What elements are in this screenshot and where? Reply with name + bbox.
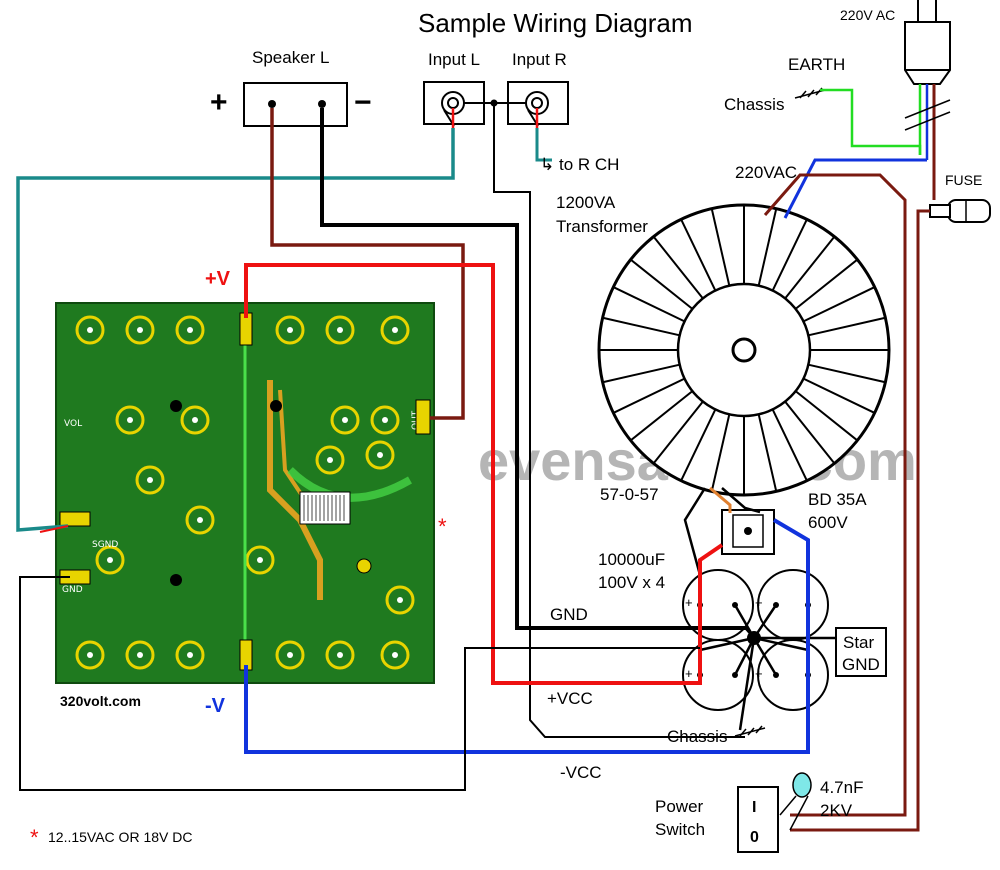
- svg-text:I: I: [752, 799, 756, 816]
- plus-v-label: +V: [205, 268, 231, 290]
- toroidal-transformer: [597, 203, 891, 497]
- fuse-label: FUSE: [945, 172, 982, 188]
- speaker-l-terminal: [243, 82, 348, 127]
- input-l-label: Input L: [428, 50, 480, 69]
- speaker-plus-sign: +: [210, 86, 228, 119]
- svg-text:+: +: [755, 595, 763, 610]
- svg-text:+: +: [685, 666, 693, 681]
- svg-text:+: +: [685, 595, 693, 610]
- svg-text:0: 0: [750, 829, 759, 846]
- pcb-asterisk: *: [438, 514, 447, 539]
- input-r-label: Input R: [512, 50, 567, 69]
- filter-capacitors: [682, 569, 829, 711]
- earth-wire: [820, 88, 922, 155]
- plus-v-wire: [244, 263, 702, 685]
- signal-wire-teal: [16, 128, 455, 532]
- transformer-label-2: Transformer: [556, 217, 648, 236]
- pcb-gnd-wire: [19, 576, 700, 791]
- svg-text:+: +: [755, 666, 763, 681]
- minus-v-wire: [244, 518, 810, 754]
- gnd-label: GND: [550, 605, 588, 624]
- pcb-sgnd-label: SGND: [92, 540, 118, 550]
- speaker-l-label: Speaker L: [252, 48, 330, 67]
- chassis-ground-symbol-top: [794, 87, 826, 99]
- chassis-ground-symbol-bottom: [734, 725, 766, 737]
- cap-value-1: 4.7nF: [820, 778, 863, 797]
- voltage-taps-label: 57-0-57: [600, 485, 659, 504]
- star-gnd-box: [835, 627, 887, 677]
- diagram-title: Sample Wiring Diagram: [418, 8, 693, 38]
- caps-label-1: 10000uF: [598, 550, 665, 569]
- plus-vcc-label: +VCC: [547, 689, 593, 708]
- bridge-label-2: 600V: [808, 513, 848, 532]
- pcb-credit: 320volt.com: [60, 693, 141, 709]
- fuse-holder: [929, 199, 991, 223]
- input-ground-wire: [493, 103, 745, 738]
- cap-value-2: 2KV: [820, 801, 853, 820]
- mains-plug: [904, 21, 951, 85]
- primary-blue-wire: [783, 158, 927, 219]
- chassis-top-label: Chassis: [724, 95, 784, 114]
- footnote-text: 12..15VAC OR 18V DC: [48, 829, 192, 845]
- transformer-label-1: 1200VA: [556, 193, 616, 212]
- footnote-asterisk: *: [30, 825, 39, 850]
- snubber-capacitor: [779, 772, 812, 831]
- speaker-minus-post: [318, 100, 326, 108]
- minus-v-label: -V: [205, 695, 226, 717]
- speaker-plus-post: [268, 100, 276, 108]
- bridge-rectifier: [721, 509, 775, 555]
- caps-label-2: 100V x 4: [598, 573, 665, 592]
- star-gnd-label-2: GND: [842, 655, 880, 674]
- bridge-label-1: BD 35A: [808, 490, 867, 509]
- ac-220-label: 220VAC: [735, 163, 797, 182]
- power-switch: I 0: [737, 786, 779, 853]
- ac-in-label: 220V AC: [840, 7, 895, 23]
- power-switch-label-1: Power: [655, 797, 704, 816]
- pcb-gnd-label: GND: [62, 585, 83, 595]
- fuse-brown-wire: [790, 175, 936, 832]
- earth-label: EARTH: [788, 55, 845, 74]
- power-switch-label-2: Switch: [655, 820, 705, 839]
- speaker-minus-sign: −: [354, 86, 372, 119]
- speaker-minus-wire: [320, 108, 748, 630]
- minus-vcc-label: -VCC: [560, 763, 602, 782]
- primary-brown-wire: [763, 173, 907, 817]
- amplifier-pcb: VOL SGND GND OUT: [55, 302, 435, 684]
- star-gnd-label-1: Star: [843, 633, 875, 652]
- speaker-plus-wire: [270, 108, 465, 420]
- pcb-vol-label: VOL: [64, 419, 82, 429]
- to-r-ch-label: ↳ to R CH: [540, 155, 619, 174]
